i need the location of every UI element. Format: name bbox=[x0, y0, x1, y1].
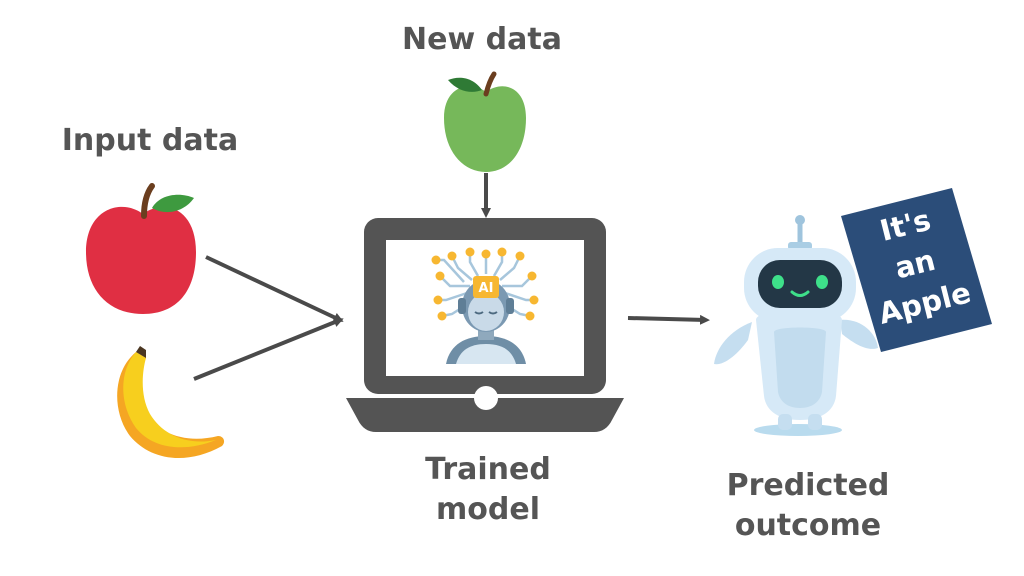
trained-model-label-line2: model bbox=[436, 492, 540, 527]
predicted-outcome-label: Predicted outcome bbox=[698, 466, 918, 546]
arrows bbox=[193, 173, 710, 381]
trained-model-label: Trained model bbox=[388, 450, 588, 530]
robot-icon bbox=[714, 215, 878, 436]
banana-icon bbox=[117, 346, 225, 459]
ai-chip-text: AI bbox=[479, 281, 494, 296]
arrow-model-to-robot bbox=[627, 314, 710, 325]
input-data-label: Input data bbox=[61, 123, 239, 158]
red-apple-icon bbox=[86, 183, 196, 314]
arrow-apple-to-model bbox=[205, 255, 344, 322]
ai-head-icon: AI bbox=[431, 247, 539, 364]
trained-model-label-line1: Trained bbox=[425, 452, 551, 487]
predicted-outcome-label-line2: outcome bbox=[734, 508, 882, 543]
arrow-banana-to-model bbox=[193, 317, 344, 381]
predicted-outcome-label-line1: Predicted bbox=[726, 468, 890, 503]
new-data-label: New data bbox=[402, 22, 562, 57]
green-apple-icon bbox=[444, 71, 526, 172]
prediction-sign: It's an Apple bbox=[841, 188, 992, 352]
